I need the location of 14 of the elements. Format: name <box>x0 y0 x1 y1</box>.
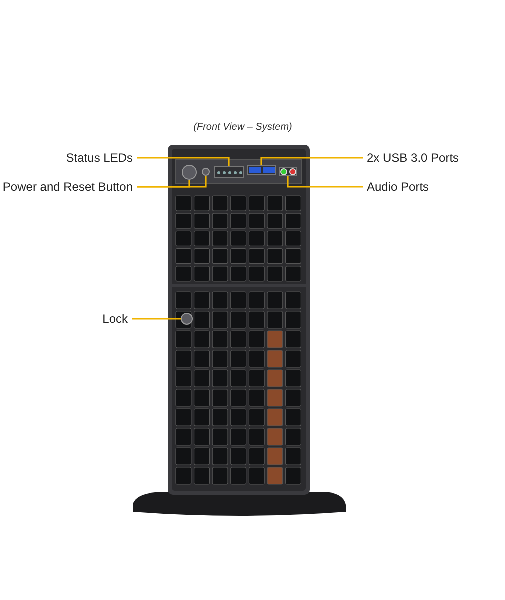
callout-label: 2x USB 3.0 Ports <box>367 151 460 165</box>
callout-label: Audio Ports <box>367 180 430 194</box>
status-led-panel <box>214 166 244 178</box>
leader-line <box>287 176 363 188</box>
leader-line <box>132 318 181 320</box>
usb-ports <box>247 165 276 175</box>
callout-label: Lock <box>102 312 128 326</box>
leader-line <box>260 157 363 165</box>
title: (Front View – System) <box>192 122 294 133</box>
callout-label: Power and Reset Button <box>2 180 133 194</box>
leader-line <box>137 157 230 166</box>
leader-line <box>137 176 207 188</box>
audio-jacks <box>279 167 297 176</box>
callout-label: Status LEDs <box>66 151 133 165</box>
